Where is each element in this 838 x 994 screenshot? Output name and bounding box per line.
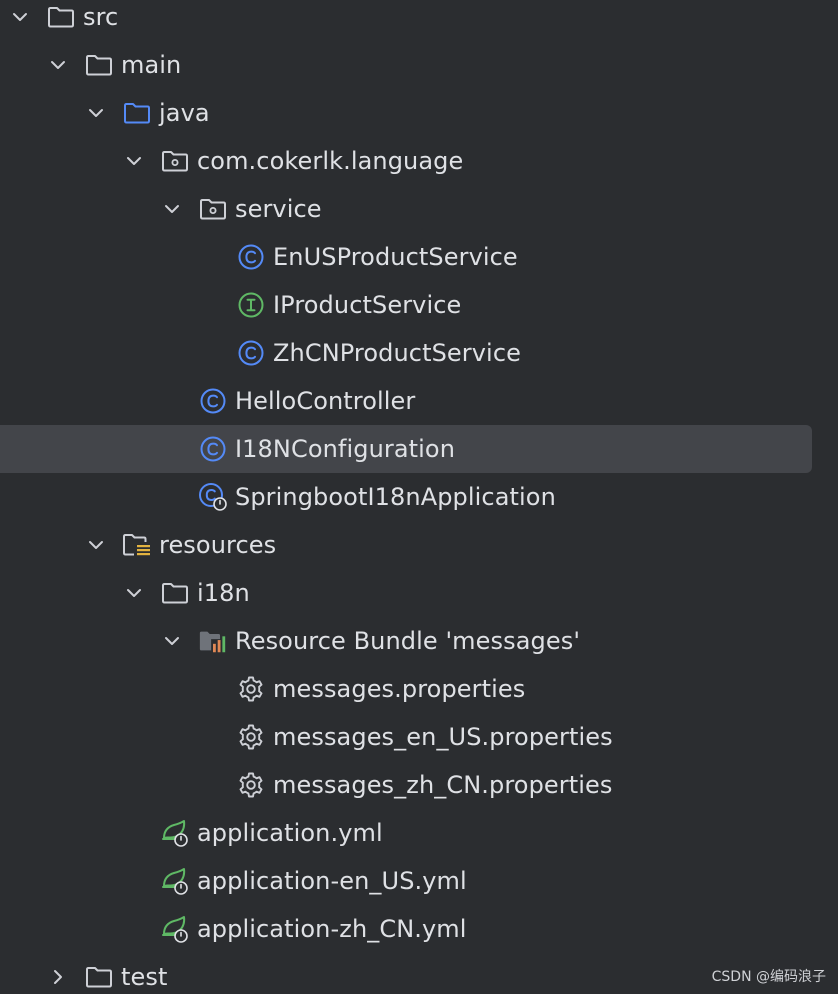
expander-spacer bbox=[122, 869, 146, 893]
chevron-down-icon[interactable] bbox=[160, 629, 184, 653]
tree-node[interactable]: IProductService bbox=[0, 281, 812, 329]
tree-node-label: main bbox=[121, 51, 182, 79]
tree-node[interactable]: HelloController bbox=[0, 377, 812, 425]
tree-node-label: Resource Bundle 'messages' bbox=[235, 627, 581, 655]
properties-gear-icon bbox=[236, 722, 266, 752]
folder-icon bbox=[84, 962, 114, 992]
tree-node-label: HelloController bbox=[235, 387, 416, 415]
tree-node[interactable]: SpringbootI18nApplication bbox=[0, 473, 812, 521]
properties-gear-icon bbox=[236, 770, 266, 800]
class-icon bbox=[236, 242, 266, 272]
expander-spacer bbox=[160, 485, 184, 509]
class-icon bbox=[198, 386, 228, 416]
package-icon bbox=[198, 194, 228, 224]
expander-spacer bbox=[160, 437, 184, 461]
tree-node[interactable]: I18NConfiguration bbox=[0, 425, 812, 473]
expander-spacer bbox=[198, 245, 222, 269]
tree-node[interactable]: messages_en_US.properties bbox=[0, 713, 812, 761]
tree-node-label: i18n bbox=[197, 579, 250, 607]
chevron-down-icon[interactable] bbox=[84, 533, 108, 557]
tree-node-label: messages_en_US.properties bbox=[273, 723, 613, 751]
expander-spacer bbox=[198, 293, 222, 317]
tree-node-label: SpringbootI18nApplication bbox=[235, 483, 556, 511]
tree-node[interactable]: application.yml bbox=[0, 809, 812, 857]
expander-spacer bbox=[122, 917, 146, 941]
tree-node-label: application-zh_CN.yml bbox=[197, 915, 467, 943]
tree-node[interactable]: application-en_US.yml bbox=[0, 857, 812, 905]
tree-node-label: ZhCNProductService bbox=[273, 339, 521, 367]
tree-node[interactable]: java bbox=[0, 89, 812, 137]
tree-node[interactable]: service bbox=[0, 185, 812, 233]
expander-spacer bbox=[198, 677, 222, 701]
tree-node[interactable]: application-zh_CN.yml bbox=[0, 905, 812, 953]
spring-yml-icon bbox=[160, 818, 190, 848]
expander-spacer bbox=[122, 821, 146, 845]
tree-node-label: service bbox=[235, 195, 322, 223]
folder-icon bbox=[46, 2, 76, 32]
tree-node[interactable]: main bbox=[0, 41, 812, 89]
tree-node-label: test bbox=[121, 963, 168, 991]
chevron-down-icon[interactable] bbox=[122, 581, 146, 605]
tree-node[interactable]: messages.properties bbox=[0, 665, 812, 713]
tree-node-label: messages_zh_CN.properties bbox=[273, 771, 613, 799]
expander-spacer bbox=[198, 725, 222, 749]
expander-spacer bbox=[160, 389, 184, 413]
spring-yml-icon bbox=[160, 914, 190, 944]
interface-icon bbox=[236, 290, 266, 320]
tree-node[interactable]: ZhCNProductService bbox=[0, 329, 812, 377]
class-icon bbox=[198, 434, 228, 464]
tree-node-label: messages.properties bbox=[273, 675, 526, 703]
tree-node-label: EnUSProductService bbox=[273, 243, 518, 271]
spring-boot-class-icon bbox=[198, 482, 228, 512]
tree-node-label: resources bbox=[159, 531, 277, 559]
class-icon bbox=[236, 338, 266, 368]
tree-node-label: java bbox=[159, 99, 210, 127]
chevron-down-icon[interactable] bbox=[160, 197, 184, 221]
tree-node-label: application-en_US.yml bbox=[197, 867, 467, 895]
chevron-down-icon[interactable] bbox=[46, 53, 70, 77]
tree-node[interactable]: src bbox=[0, 0, 812, 41]
folder-icon bbox=[160, 578, 190, 608]
chevron-right-icon[interactable] bbox=[46, 965, 70, 989]
tree-node[interactable]: EnUSProductService bbox=[0, 233, 812, 281]
tree-node-label: com.cokerlk.language bbox=[197, 147, 464, 175]
tree-node[interactable]: test bbox=[0, 953, 812, 994]
chevron-down-icon[interactable] bbox=[84, 101, 108, 125]
tree-node-label: I18NConfiguration bbox=[235, 435, 456, 463]
resources-folder-icon bbox=[122, 530, 152, 560]
watermark-text: CSDN @编码浪子 bbox=[711, 969, 826, 985]
resource-bundle-icon bbox=[198, 626, 228, 656]
tree-node-label: src bbox=[83, 3, 119, 31]
properties-gear-icon bbox=[236, 674, 266, 704]
tree-node[interactable]: messages_zh_CN.properties bbox=[0, 761, 812, 809]
tree-node-label: IProductService bbox=[273, 291, 462, 319]
package-icon bbox=[160, 146, 190, 176]
source-folder-icon bbox=[122, 98, 152, 128]
spring-yml-icon bbox=[160, 866, 190, 896]
tree-node[interactable]: i18n bbox=[0, 569, 812, 617]
tree-node[interactable]: com.cokerlk.language bbox=[0, 137, 812, 185]
expander-spacer bbox=[198, 773, 222, 797]
chevron-down-icon[interactable] bbox=[122, 149, 146, 173]
folder-icon bbox=[84, 50, 114, 80]
tree-node[interactable]: Resource Bundle 'messages' bbox=[0, 617, 812, 665]
tree-node[interactable]: resources bbox=[0, 521, 812, 569]
tree-node-label: application.yml bbox=[197, 819, 383, 847]
expander-spacer bbox=[198, 341, 222, 365]
chevron-down-icon[interactable] bbox=[8, 5, 32, 29]
